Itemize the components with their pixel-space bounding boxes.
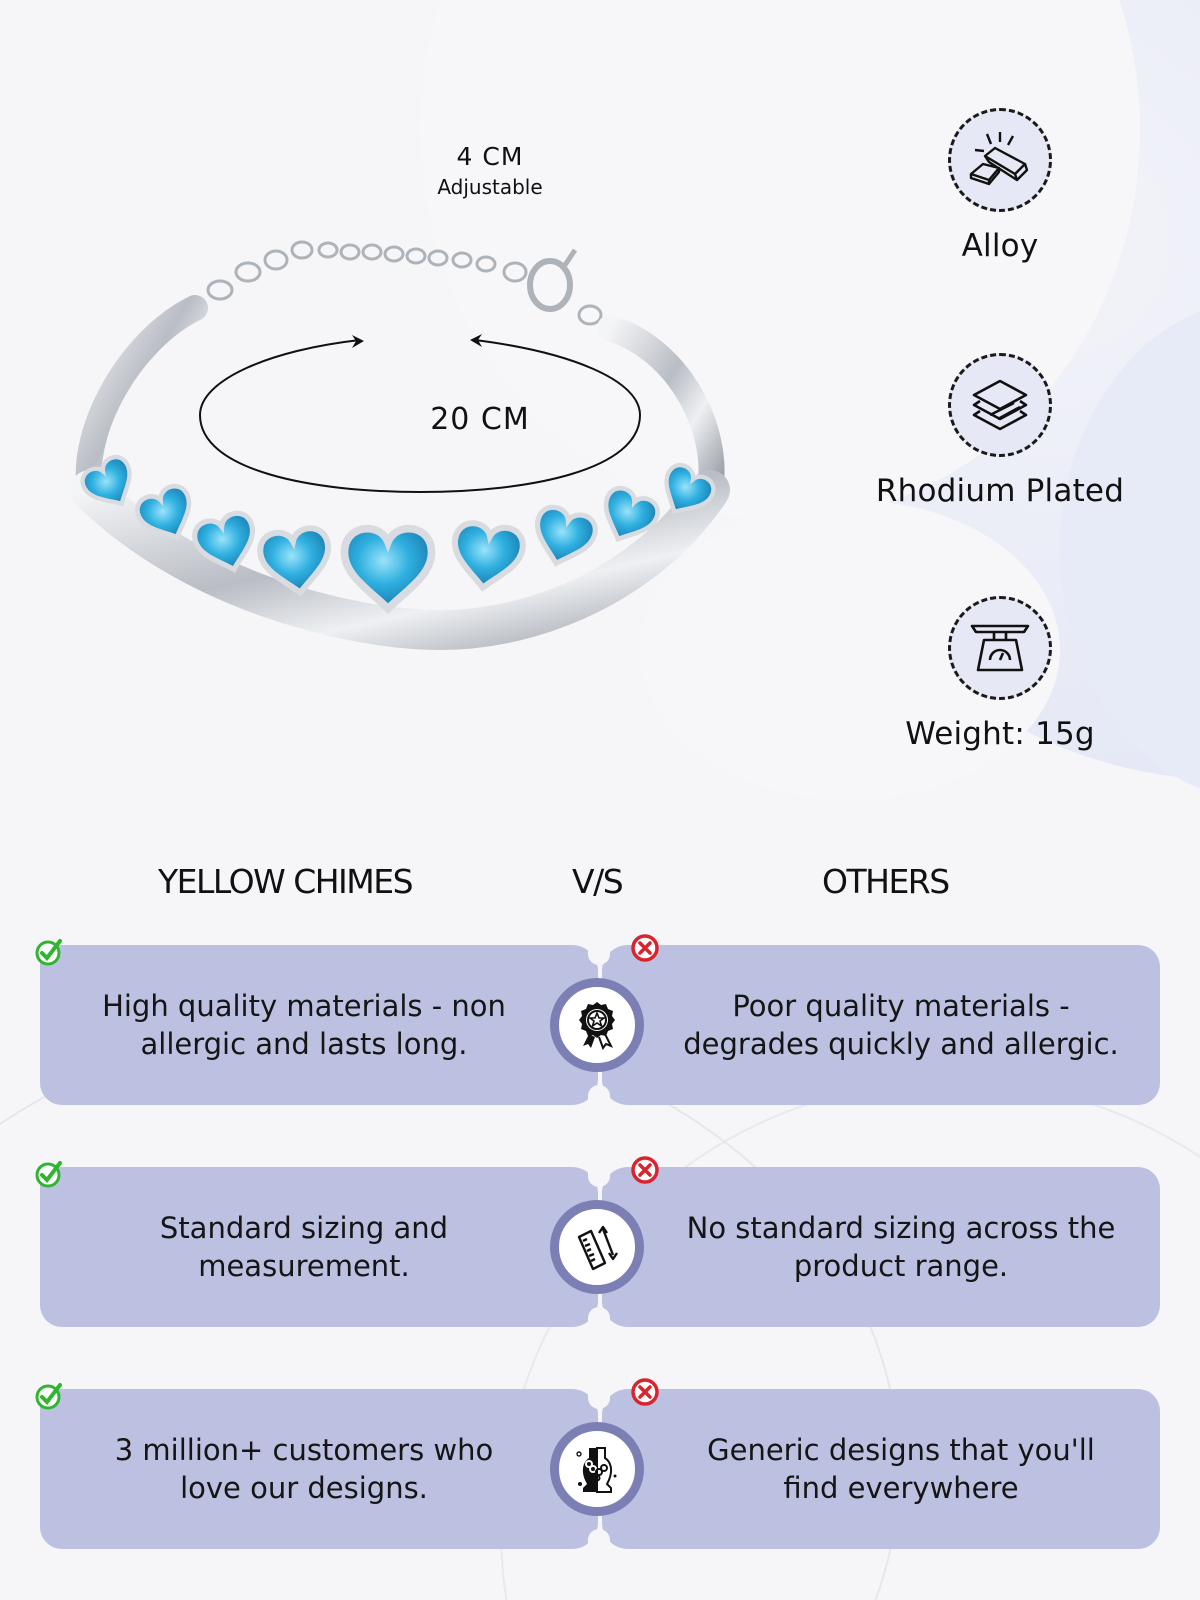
- others-disadvantage-text: No standard sizing across the product ra…: [686, 1211, 1116, 1283]
- spec-material: Alloy: [860, 108, 1140, 264]
- brand-advantage-text: High quality materials - non allergic an…: [102, 989, 506, 1061]
- cross-icon: [630, 1377, 660, 1407]
- chain-extension-label: 4 CM Adjustable: [350, 142, 630, 199]
- necklace-bust-icon: [550, 1422, 644, 1516]
- chain-extension-note: Adjustable: [437, 175, 543, 199]
- comparison-row: Standard sizing and measurement. No stan…: [35, 1156, 1160, 1329]
- bracelet-illustration: [70, 240, 730, 651]
- spec-label: Rhodium Plated: [875, 473, 1125, 509]
- check-icon: [34, 1159, 64, 1189]
- others-column-header: OTHERS: [822, 862, 950, 901]
- others-disadvantage-card: No standard sizing across the product ra…: [602, 1167, 1160, 1327]
- brand-advantage-card: Standard sizing and measurement.: [40, 1167, 598, 1327]
- comparison-row: 3 million+ customers who love our design…: [35, 1378, 1160, 1551]
- circumference-label: 20 CM: [430, 402, 530, 437]
- award-ribbon-icon: [550, 978, 644, 1072]
- brand-column-header: YELLOW CHIMES: [158, 862, 414, 901]
- brand-advantage-card: 3 million+ customers who love our design…: [40, 1389, 598, 1549]
- comparison-row: High quality materials - non allergic an…: [35, 934, 1160, 1107]
- versus-label: V/S: [572, 862, 624, 901]
- layers-icon: [948, 353, 1052, 457]
- others-disadvantage-card: Poor quality materials - degrades quickl…: [602, 945, 1160, 1105]
- others-disadvantage-text: Generic designs that you'll find everywh…: [707, 1433, 1095, 1505]
- weighing-scale-icon: [948, 596, 1052, 700]
- check-icon: [34, 937, 64, 967]
- brand-advantage-text: 3 million+ customers who love our design…: [114, 1433, 494, 1505]
- spec-weight: Weight: 15g: [860, 596, 1140, 752]
- brand-advantage-text: Standard sizing and measurement.: [159, 1211, 449, 1283]
- ruler-measure-icon: [550, 1200, 644, 1294]
- cross-icon: [630, 1155, 660, 1185]
- cross-icon: [630, 933, 660, 963]
- spec-label: Alloy: [961, 228, 1039, 264]
- others-disadvantage-card: Generic designs that you'll find everywh…: [602, 1389, 1160, 1549]
- spec-plating: Rhodium Plated: [860, 353, 1140, 509]
- others-disadvantage-text: Poor quality materials - degrades quickl…: [683, 989, 1119, 1061]
- brand-advantage-card: High quality materials - non allergic an…: [40, 945, 598, 1105]
- spec-label: Weight: 15g: [905, 716, 1095, 752]
- product-image-area: 4 CM Adjustable: [70, 130, 810, 670]
- chain-extension-length: 4 CM: [456, 142, 524, 171]
- gold-bars-icon: [948, 108, 1052, 212]
- check-icon: [34, 1381, 64, 1411]
